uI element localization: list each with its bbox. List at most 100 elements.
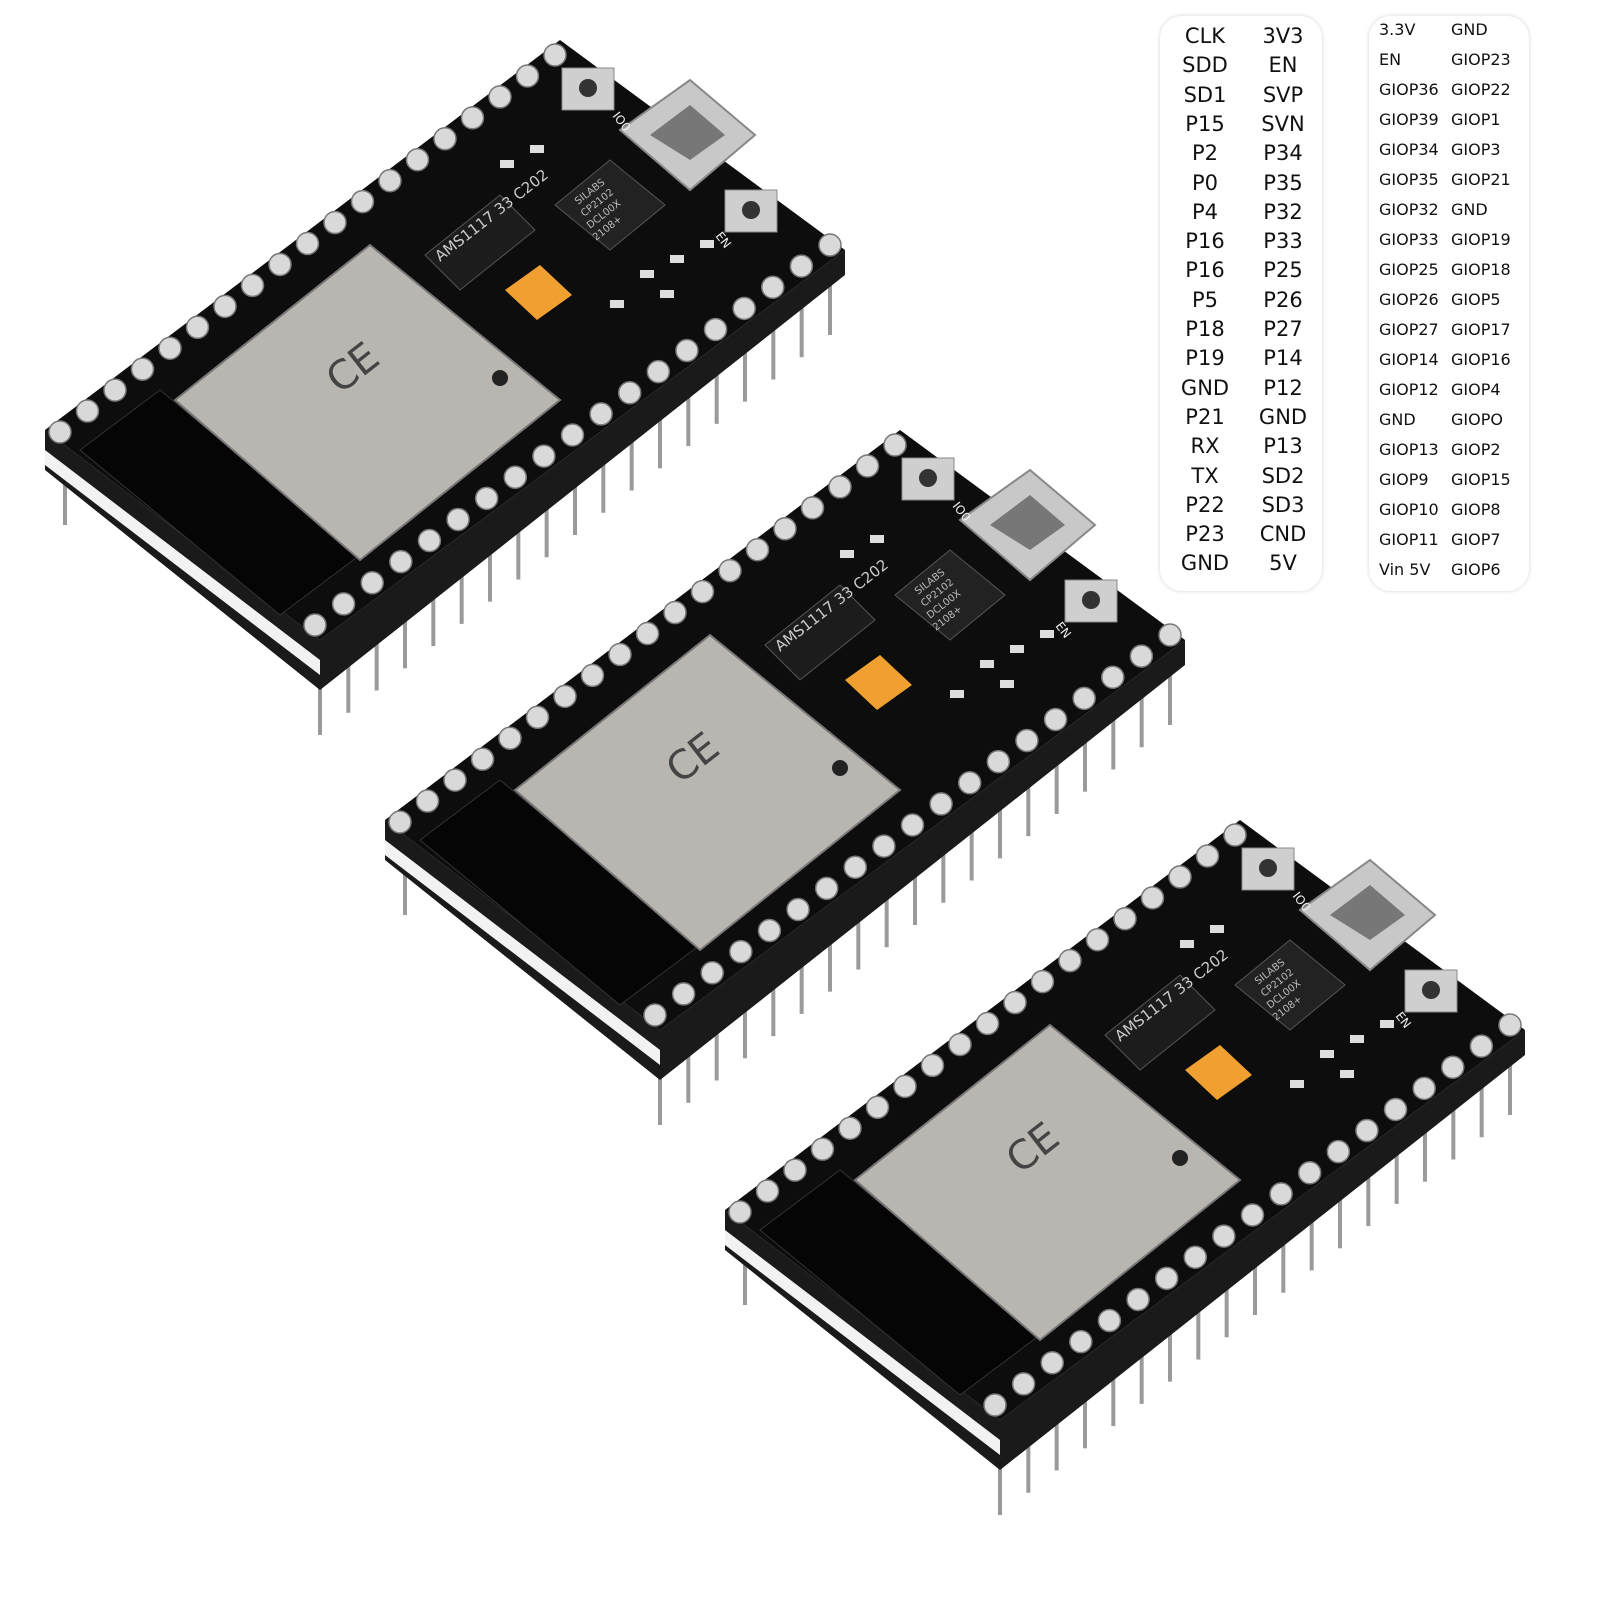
pin-pad (498, 726, 522, 750)
pin-label-right: SVN (1261, 111, 1305, 136)
pin-label-left: RX (1190, 434, 1220, 459)
pin-row: GIOP32 GND (1369, 200, 1529, 230)
pin-pad (608, 642, 632, 667)
pin-label-left: GIOP32 (1379, 200, 1439, 219)
pin-label-right: GIOP1 (1451, 110, 1501, 129)
pin-pad (1498, 1013, 1522, 1037)
pin-pad (1297, 1161, 1322, 1185)
pin-row: P4 P32 (1160, 200, 1322, 229)
pin-pad (515, 64, 540, 88)
pin-pad (130, 357, 155, 381)
smd-component (1000, 680, 1014, 688)
pin-pad (1140, 886, 1165, 910)
en-button-cap (1422, 981, 1440, 999)
pin-pad (1069, 1329, 1093, 1354)
pin-pad (1015, 728, 1039, 753)
pin-label-right: P33 (1263, 229, 1303, 254)
regulator-chip (1104, 974, 1216, 1071)
pin-label-left: TX (1191, 463, 1219, 488)
boot-button-cap (579, 79, 597, 97)
pin-label-right: GIOP4 (1451, 380, 1501, 399)
pin-pad (786, 897, 810, 922)
pin-pad (783, 1158, 807, 1182)
pcb-edge-highlight (725, 1230, 1000, 1455)
pin-label-right: CND (1259, 522, 1307, 547)
pin-label-left: SDD (1182, 53, 1228, 78)
pin-label-right: GIOP18 (1451, 260, 1511, 279)
pin-pad (617, 381, 642, 405)
pin-pad (1240, 1203, 1265, 1227)
pin-pad (643, 1003, 667, 1027)
pin-pad (553, 684, 577, 709)
pin-label-left: GIOP26 (1379, 290, 1439, 309)
smd-component (530, 145, 544, 153)
pin-label-right: GND (1451, 200, 1488, 219)
pin-pad (789, 254, 814, 278)
pin-pad (446, 507, 470, 532)
pin-label-right: P32 (1263, 199, 1303, 224)
pin-label-right: P14 (1263, 346, 1303, 371)
pin-pad (729, 939, 753, 964)
pin-pad (1183, 1245, 1208, 1269)
pin-pad (103, 378, 127, 402)
pin-pad (690, 579, 715, 604)
boot-button-cap (919, 469, 937, 487)
pin-label-left: GND (1180, 375, 1230, 400)
smd-component (1180, 940, 1194, 948)
pin-pad (1158, 623, 1182, 647)
usb-uart-chip (894, 549, 1006, 641)
pin-label-left: EN (1379, 50, 1402, 69)
module-dot (492, 370, 508, 386)
pin-label-left: P21 (1185, 404, 1225, 429)
pin-pad (646, 359, 671, 384)
pin-label-left: GIOP9 (1379, 470, 1429, 489)
pin-label-left: GIOP39 (1379, 110, 1439, 129)
pcb-edge-highlight (385, 840, 660, 1065)
smd-component (640, 270, 654, 278)
pin-pad (675, 338, 699, 363)
pin-pad (728, 1200, 752, 1224)
smd-component (1040, 630, 1054, 638)
smd-component (500, 160, 514, 168)
pin-label-left: P5 (1191, 287, 1219, 312)
smd-component (670, 255, 684, 263)
pin-pad (872, 834, 896, 858)
pin-pad (560, 423, 585, 447)
smd-component (1010, 645, 1024, 653)
pin-pad (635, 621, 660, 646)
pin-pad (303, 613, 327, 637)
pin-label-left: P22 (1185, 492, 1225, 517)
pin-label-left: GND (1180, 551, 1230, 576)
pin-pad (323, 210, 347, 235)
pin-label-right: GND (1258, 404, 1308, 429)
smd-component (1320, 1050, 1334, 1058)
smd-component (1290, 1080, 1304, 1088)
pin-label-right: P25 (1263, 258, 1303, 283)
pin-label-left: P4 (1191, 199, 1219, 224)
boot-button (1241, 847, 1295, 891)
pcb-edge-highlight (45, 450, 320, 675)
pin-pad (415, 789, 440, 813)
pin-pad (48, 420, 72, 444)
pin-pad (828, 475, 852, 499)
pin-pad (865, 1095, 890, 1120)
pin-pad (948, 1032, 972, 1057)
usb-uart-chip (554, 159, 666, 251)
pin-pad (433, 127, 457, 151)
pin-pad (1003, 990, 1027, 1015)
pin-label-right: GIOP23 (1451, 50, 1511, 69)
pin-pad (185, 315, 210, 340)
pin-pad (389, 549, 413, 574)
pin-label-right: GIOP6 (1451, 560, 1501, 579)
